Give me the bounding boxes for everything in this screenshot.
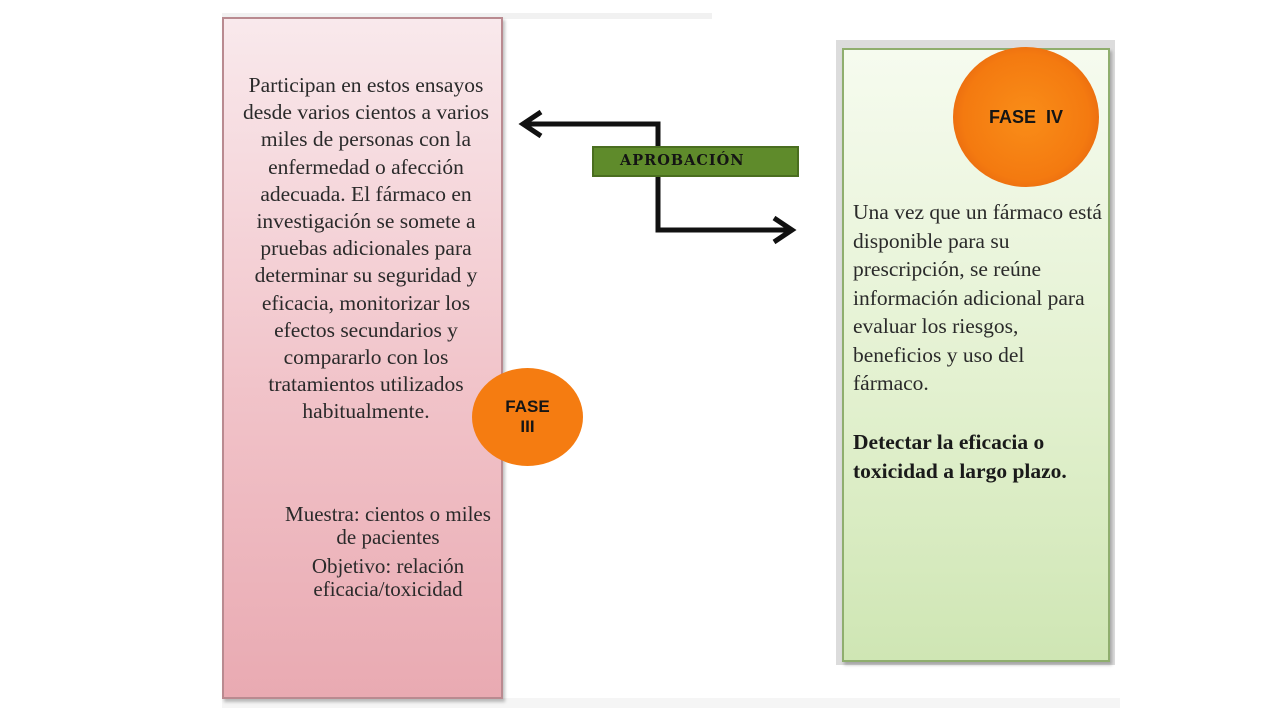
phase-iii-details: Muestra: cientos o miles de pacientes Ob… — [276, 503, 500, 601]
phase-iii-sample: Muestra: cientos o miles de pacientes — [285, 502, 491, 549]
phase-iii-panel — [222, 17, 503, 699]
phase-iv-description: Una vez que un fármaco está disponible p… — [853, 200, 1102, 395]
phase-iv-badge-label: FASE IV — [988, 106, 1064, 127]
background-strip-bottom — [222, 698, 1120, 708]
phase-iv-badge: FASE IV — [953, 47, 1099, 187]
phase-iii-description: Participan en estos ensayos desde varios… — [243, 73, 489, 424]
arrow-to-phase-iii — [518, 109, 661, 152]
phase-iii-badge: FASE III — [472, 368, 583, 466]
phase-iii-objective: Objetivo: relación eficacia/toxicidad — [311, 554, 465, 601]
phase-iv-highlight: Detectar la eficacia o toxicidad a largo… — [853, 430, 1067, 483]
approval-label: APROBACIÓN — [592, 146, 799, 177]
background-strip-top — [222, 13, 712, 19]
arrow-to-phase-iv — [655, 172, 797, 245]
